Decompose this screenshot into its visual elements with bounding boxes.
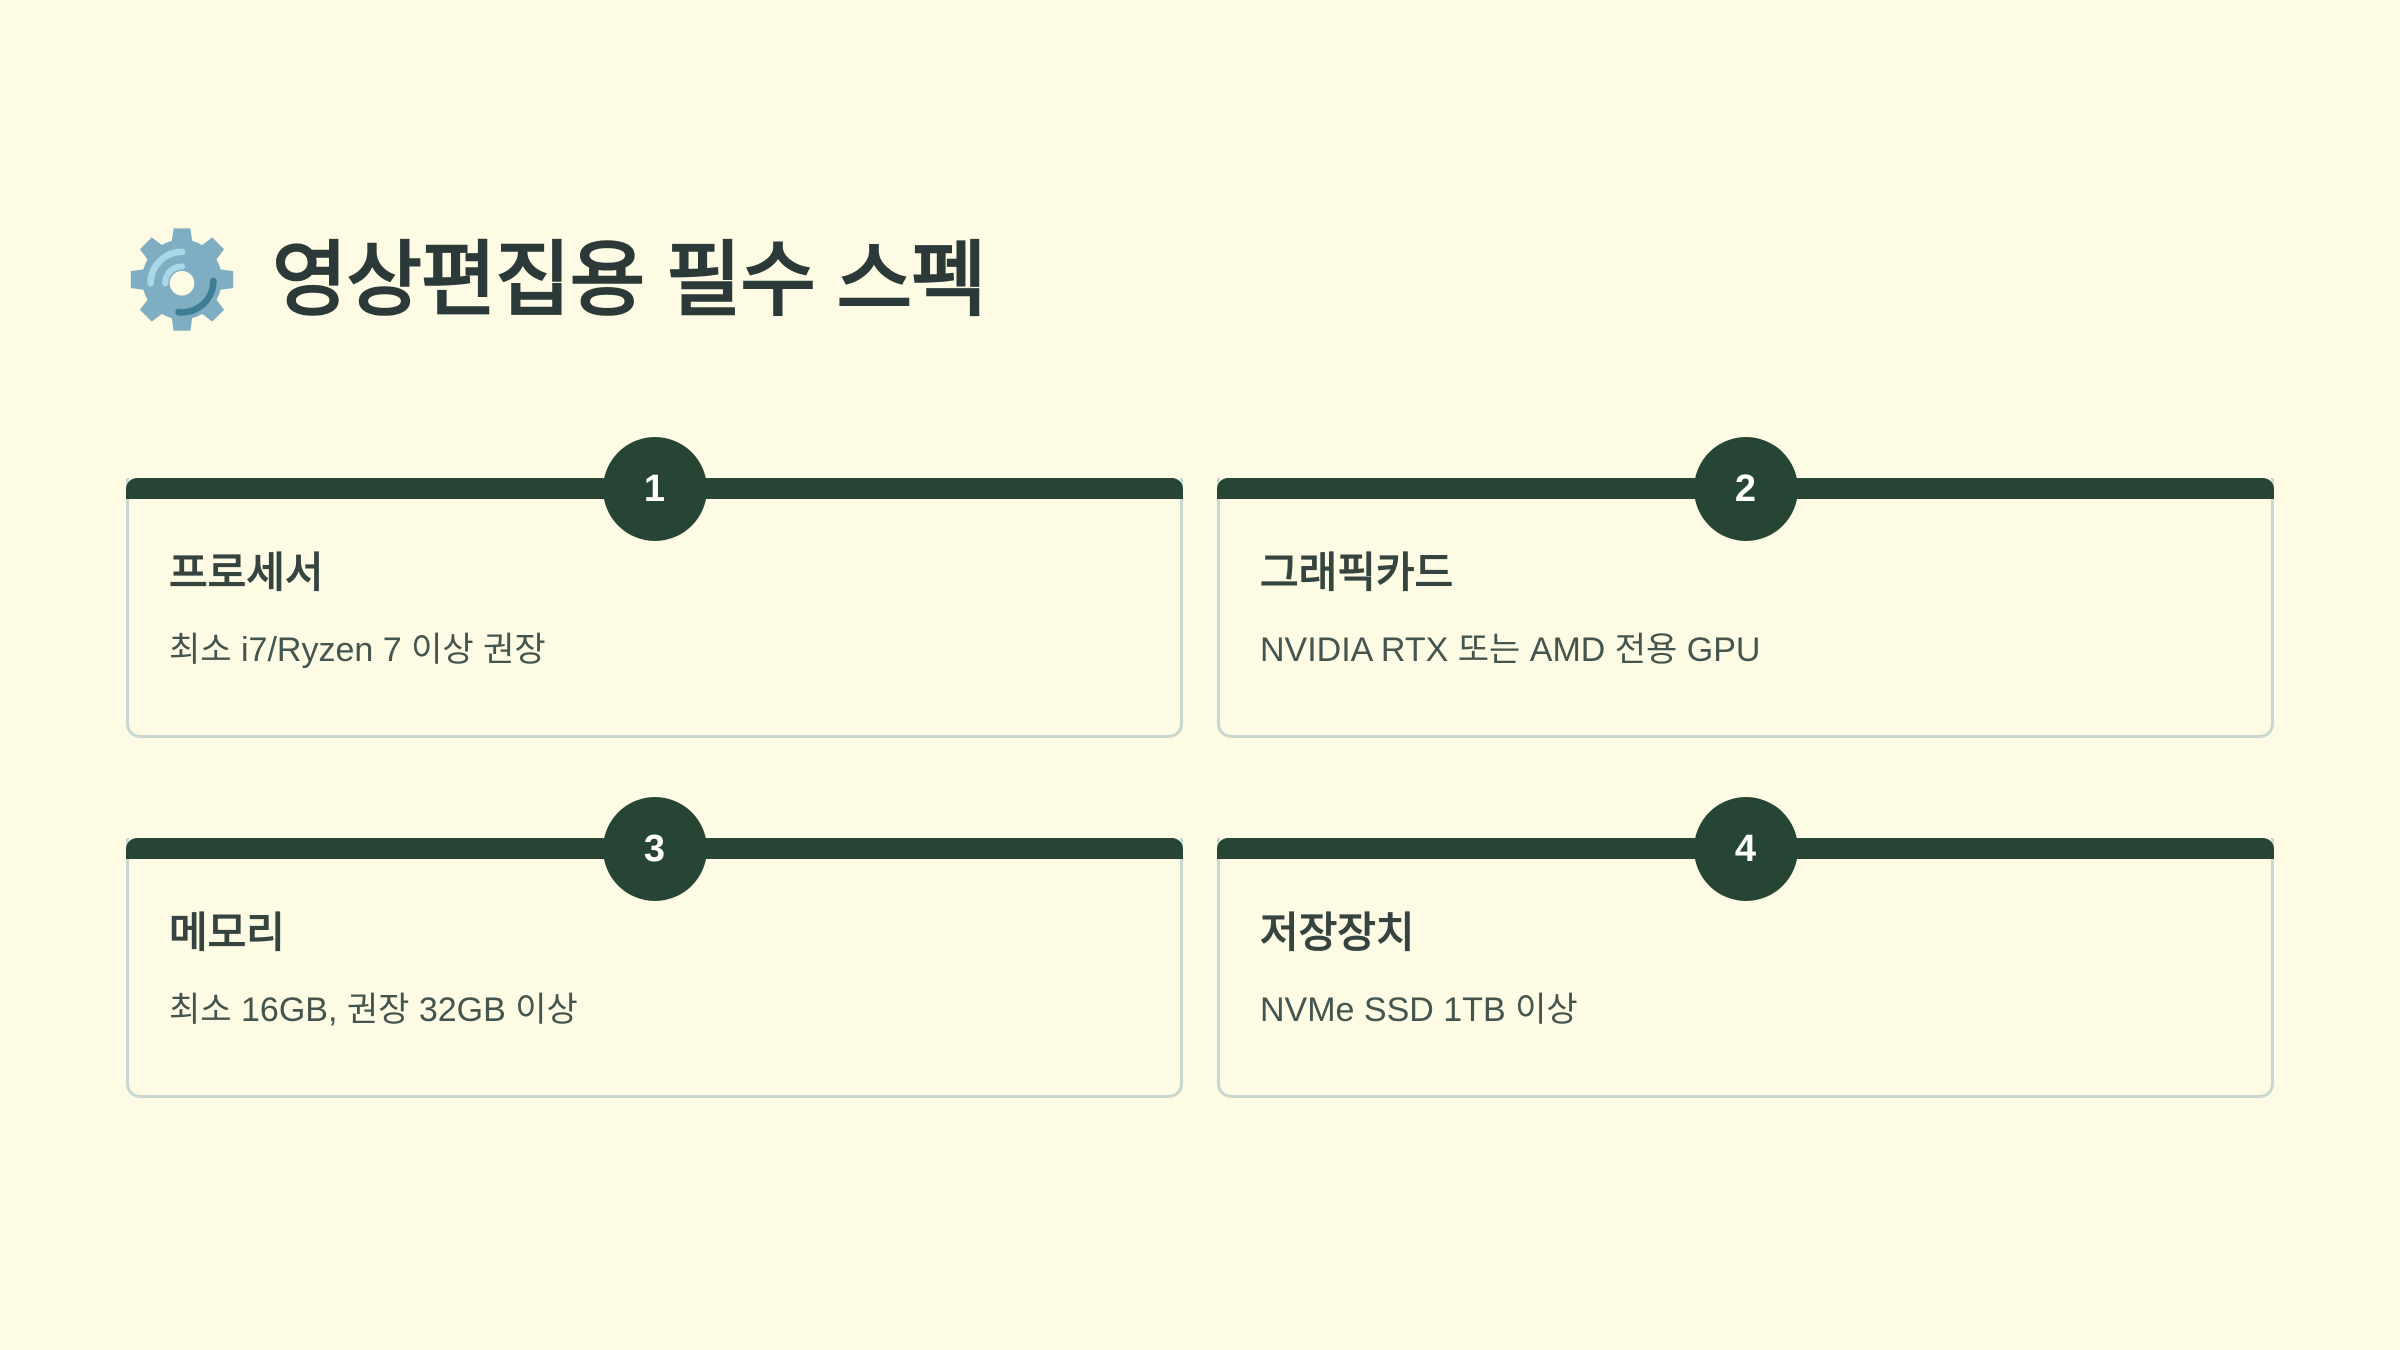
card-title: 저장장치 (1260, 909, 1415, 956)
card-number-badge: 2 (1693, 437, 1798, 541)
page-title: 영상편집용 필수 스펙 (272, 235, 987, 326)
card-description: 최소 16GB, 권장 32GB 이상 (169, 991, 578, 1030)
spec-card-processor[interactable]: 1 프로세서 최소 i7/Ryzen 7 이상 권장 (126, 437, 1183, 738)
card-title: 프로세서 (169, 549, 324, 596)
spec-card-graphics-card[interactable]: 2 그래픽카드 NVIDIA RTX 또는 AMD 전용 GPU (1217, 437, 2274, 738)
card-number-badge: 4 (1693, 797, 1798, 901)
gear-icon (126, 225, 238, 337)
page-header: 영상편집용 필수 스펙 (126, 225, 987, 337)
spec-card-memory[interactable]: 3 메모리 최소 16GB, 권장 32GB 이상 (126, 797, 1183, 1098)
card-title: 메모리 (169, 909, 285, 956)
card-number-badge: 3 (602, 797, 707, 901)
card-description: NVIDIA RTX 또는 AMD 전용 GPU (1260, 631, 1761, 670)
card-number-badge: 1 (602, 437, 707, 541)
card-title: 그래픽카드 (1260, 549, 1454, 596)
card-description: 최소 i7/Ryzen 7 이상 권장 (169, 631, 546, 670)
spec-card-storage[interactable]: 4 저장장치 NVMe SSD 1TB 이상 (1217, 797, 2274, 1098)
spec-card-grid: 1 프로세서 최소 i7/Ryzen 7 이상 권장 2 그래픽카드 NVIDI… (126, 437, 2274, 1098)
card-description: NVMe SSD 1TB 이상 (1260, 991, 1578, 1030)
